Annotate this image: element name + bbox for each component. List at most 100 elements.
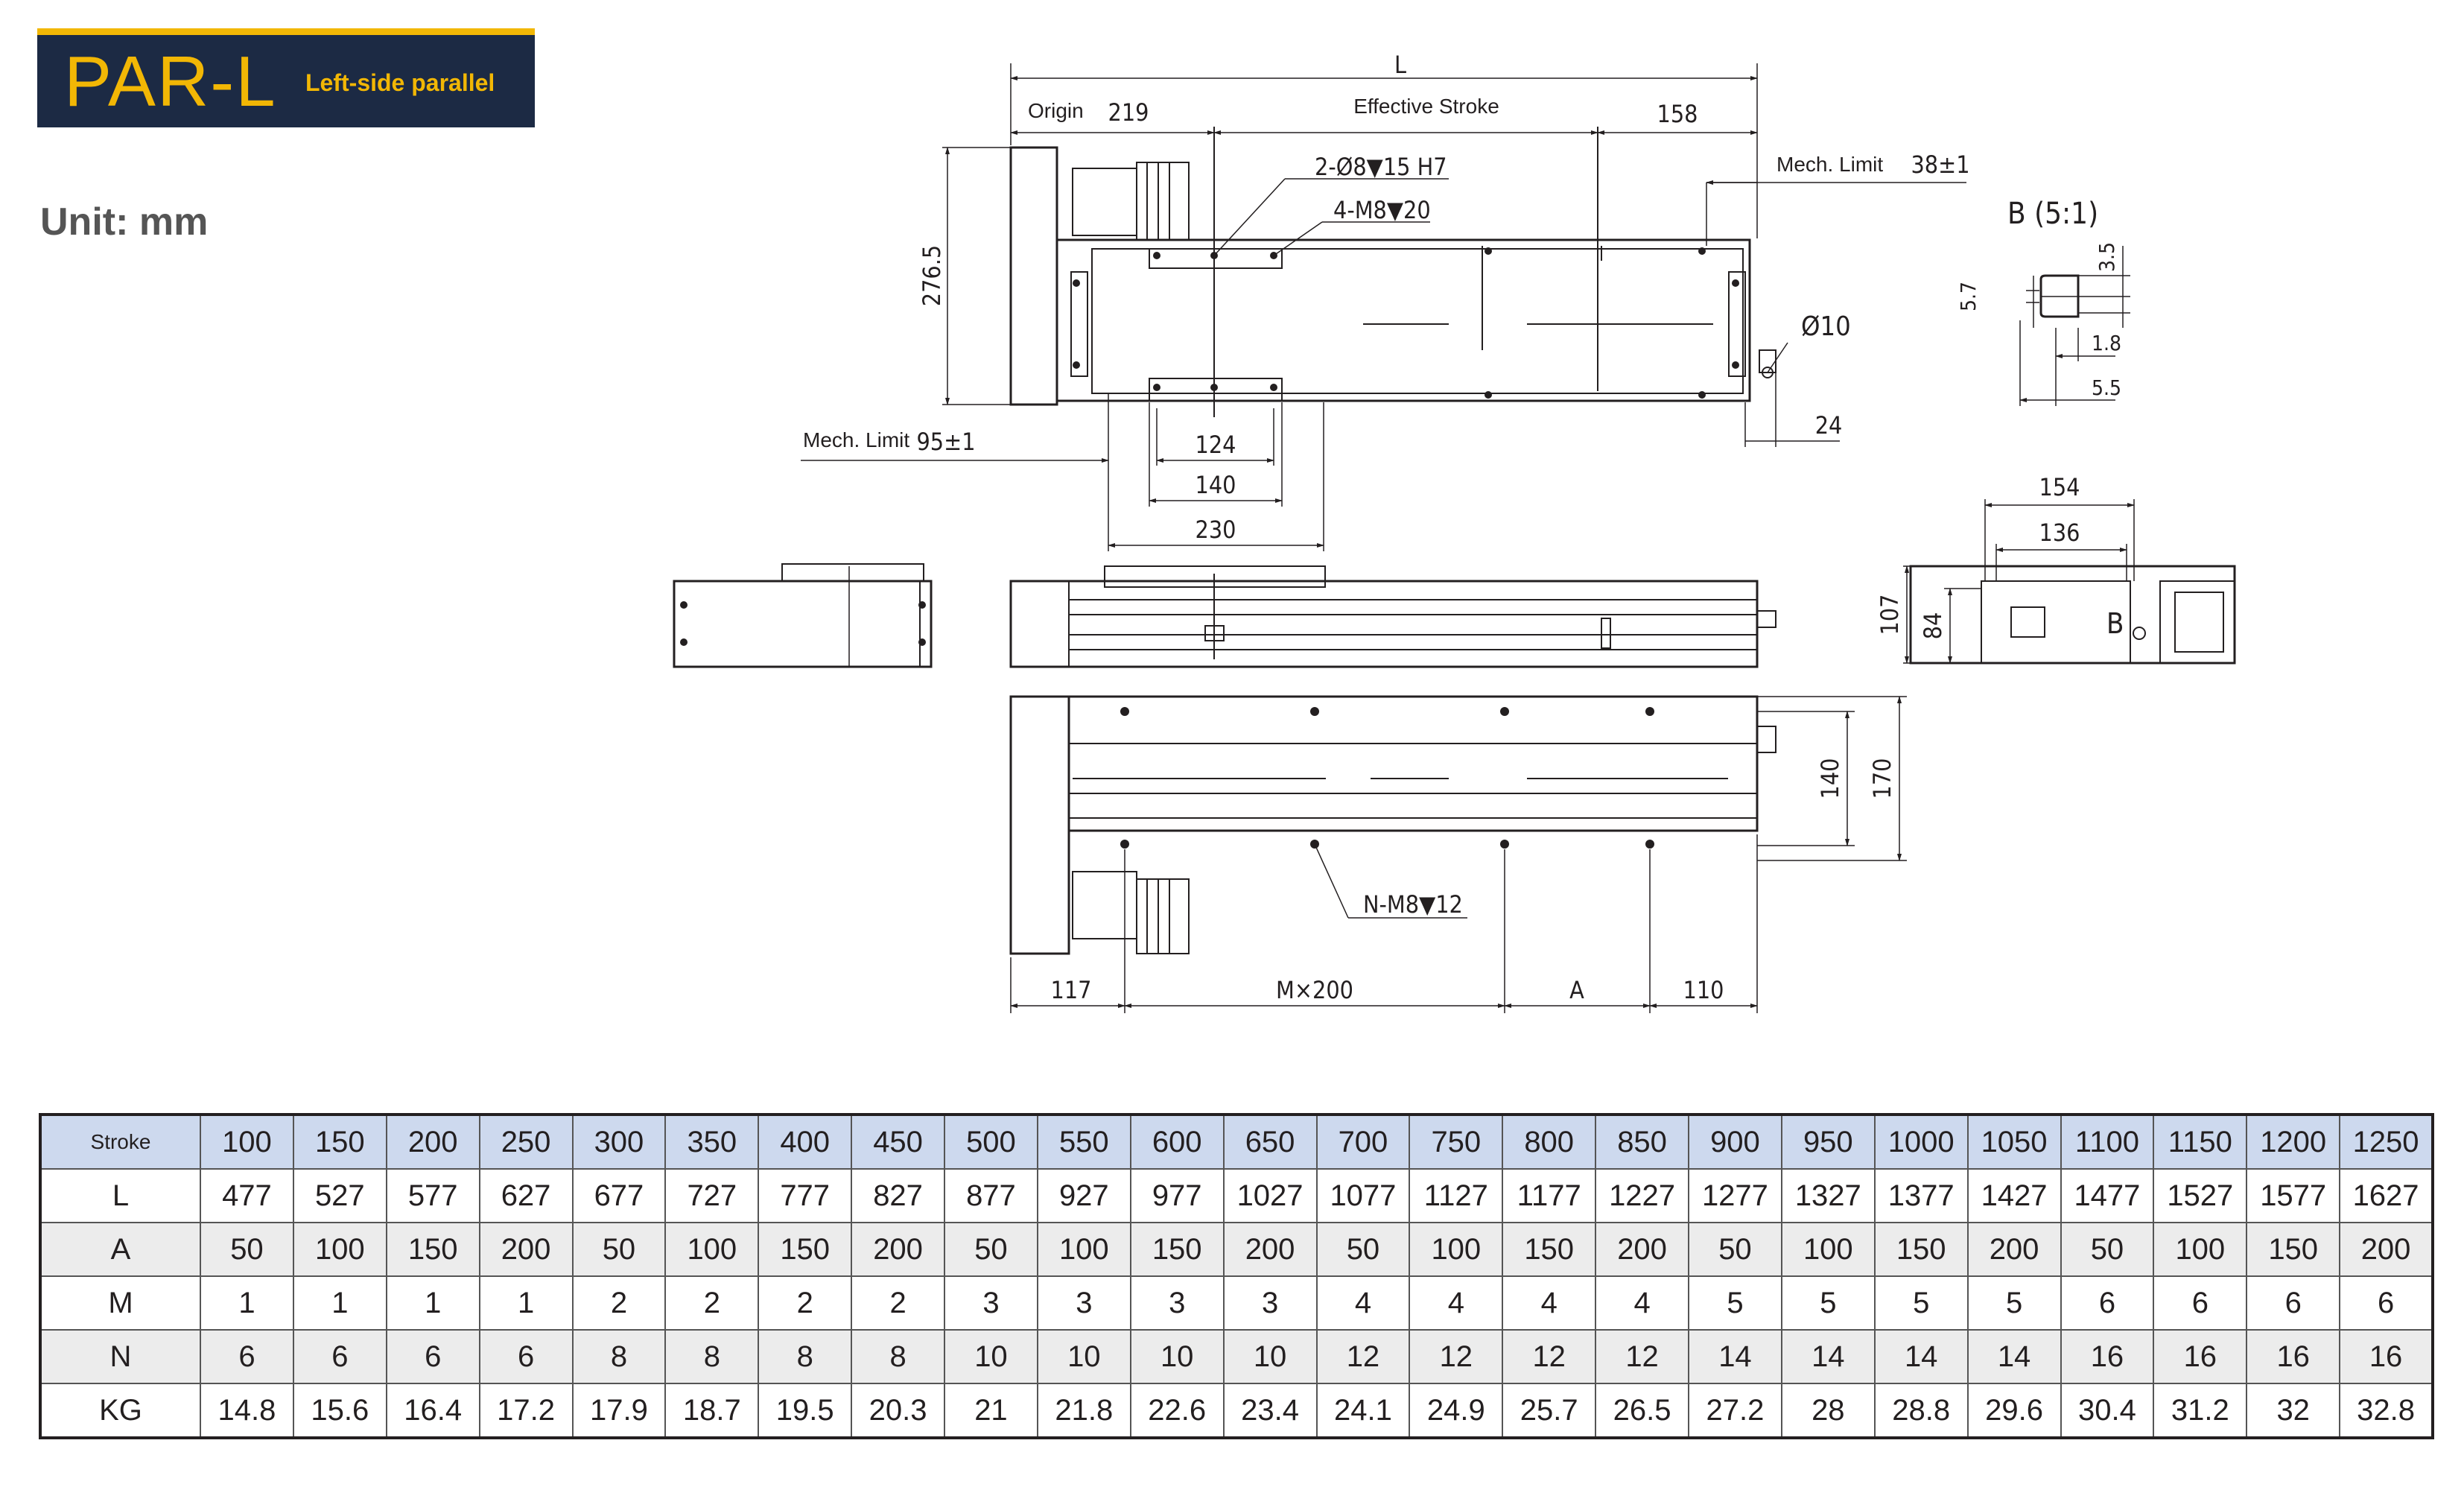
table-cell: 8 (571, 1329, 667, 1384)
dim-95: 95±1 (916, 428, 975, 456)
end-view-b-label: B (2106, 607, 2124, 640)
mount-holes-label: N-M8▼12 (1363, 890, 1463, 919)
table-cell: 2 (758, 1275, 853, 1331)
table-cell: 14 (1966, 1329, 2062, 1384)
table-cell: 5 (1873, 1275, 1969, 1331)
table-cell: 31.2 (2153, 1383, 2248, 1439)
table-cell: 200 (385, 1114, 480, 1170)
dim-117: 117 (1051, 976, 1092, 1004)
table-cell: 100 (2153, 1222, 2248, 1277)
dim-219: 219 (1108, 98, 1149, 127)
table-cell: 1277 (1688, 1168, 1782, 1223)
table-cell: 12 (1595, 1329, 1689, 1384)
top-view (801, 63, 1966, 551)
dim-158: 158 (1657, 100, 1698, 128)
table-cell: 50 (571, 1222, 667, 1277)
table-cell: 3 (1222, 1275, 1318, 1331)
table-cell: 400 (758, 1114, 853, 1170)
table-cell: 200 (1222, 1222, 1318, 1277)
table-cell: 1050 (1966, 1114, 2062, 1170)
dim-L: L (1394, 51, 1406, 79)
table-row-label: N (39, 1329, 201, 1384)
bottom-view (1009, 695, 1907, 1013)
table-cell: 8 (851, 1329, 945, 1384)
table-cell: 28 (1780, 1383, 1876, 1439)
table-cell: 6 (478, 1329, 574, 1384)
mech-limit-left-label: Mech. Limit (803, 428, 909, 451)
table-cell: 350 (664, 1114, 760, 1170)
model-subtitle: Left-side parallel (305, 69, 495, 96)
table-cell: 50 (1315, 1222, 1411, 1277)
table-cell: 24.1 (1315, 1383, 1411, 1439)
table-row-label: M (39, 1275, 201, 1331)
table-cell: 827 (851, 1168, 945, 1223)
dim-140-top: 140 (1196, 471, 1236, 499)
table-cell: 950 (1780, 1114, 1876, 1170)
table-cell: 16 (2153, 1329, 2248, 1384)
table-cell: 727 (664, 1168, 760, 1223)
table-cell: 777 (758, 1168, 853, 1223)
dim-154: 154 (2039, 473, 2080, 501)
table-cell: 1200 (2246, 1114, 2341, 1170)
detail-b-title: B (5:1) (2007, 197, 2098, 231)
table-cell: 577 (385, 1168, 480, 1223)
table-cell: 477 (200, 1168, 294, 1223)
table-cell: 1100 (2060, 1114, 2155, 1170)
table-cell: 650 (1222, 1114, 1318, 1170)
dim-107: 107 (1876, 595, 1904, 635)
table-cell: 100 (1036, 1222, 1131, 1277)
table-cell: 150 (292, 1114, 387, 1170)
table-cell: 4 (1502, 1275, 1597, 1331)
table-cell: 750 (1409, 1114, 1504, 1170)
table-cell: 900 (1688, 1114, 1782, 1170)
table-cell: 14 (1688, 1329, 1782, 1384)
table-cell: 6 (200, 1329, 294, 1384)
table-cell: 1077 (1315, 1168, 1411, 1223)
dim-124: 124 (1196, 431, 1236, 459)
table-row-label: KG (39, 1383, 201, 1439)
table-cell: 12 (1502, 1329, 1597, 1384)
table-cell: 200 (1595, 1222, 1689, 1277)
table-cell: 150 (1129, 1222, 1225, 1277)
table-cell: 700 (1315, 1114, 1411, 1170)
dim-110: 110 (1683, 976, 1724, 1004)
table-cell: 600 (1129, 1114, 1225, 1170)
mech-limit-right-label: Mech. Limit (1776, 153, 1883, 176)
table-cell: 10 (1222, 1329, 1318, 1384)
table-cell: 10 (1036, 1329, 1131, 1384)
table-cell: 1227 (1595, 1168, 1689, 1223)
model-badge: PAR-L Left-side parallel (37, 28, 535, 127)
table-cell: 32.8 (2339, 1383, 2433, 1439)
table-cell: 500 (944, 1114, 1038, 1170)
dim-phi10: Ø10 (1801, 311, 1851, 342)
table-cell: 1150 (2153, 1114, 2248, 1170)
table-cell: 24.9 (1409, 1383, 1504, 1439)
table-cell: 50 (2060, 1222, 2155, 1277)
dim-A: A (1569, 976, 1584, 1004)
table-cell: 877 (944, 1168, 1038, 1223)
table-cell: 2 (664, 1275, 760, 1331)
table-cell: 5 (1688, 1275, 1782, 1331)
table-cell: 627 (478, 1168, 574, 1223)
table-cell: 30.4 (2060, 1383, 2155, 1439)
table-cell: 6 (292, 1329, 387, 1384)
table-cell: 21 (944, 1383, 1038, 1439)
table-cell: 1627 (2339, 1168, 2433, 1223)
table-cell: 150 (2246, 1222, 2341, 1277)
table-cell: 6 (2339, 1275, 2433, 1331)
table-cell: 300 (571, 1114, 667, 1170)
table-cell: 26.5 (1595, 1383, 1689, 1439)
table-cell: 150 (385, 1222, 480, 1277)
table-cell: 2 (851, 1275, 945, 1331)
table-cell: 4 (1315, 1275, 1411, 1331)
table-cell: 6 (2153, 1275, 2248, 1331)
table-cell: 4 (1409, 1275, 1504, 1331)
table-cell: 1427 (1966, 1168, 2062, 1223)
table-cell: 10 (1129, 1329, 1225, 1384)
table-cell: 200 (2339, 1222, 2433, 1277)
table-cell: 200 (478, 1222, 574, 1277)
dim-38: 38±1 (1911, 150, 1969, 179)
table-cell: 1027 (1222, 1168, 1318, 1223)
